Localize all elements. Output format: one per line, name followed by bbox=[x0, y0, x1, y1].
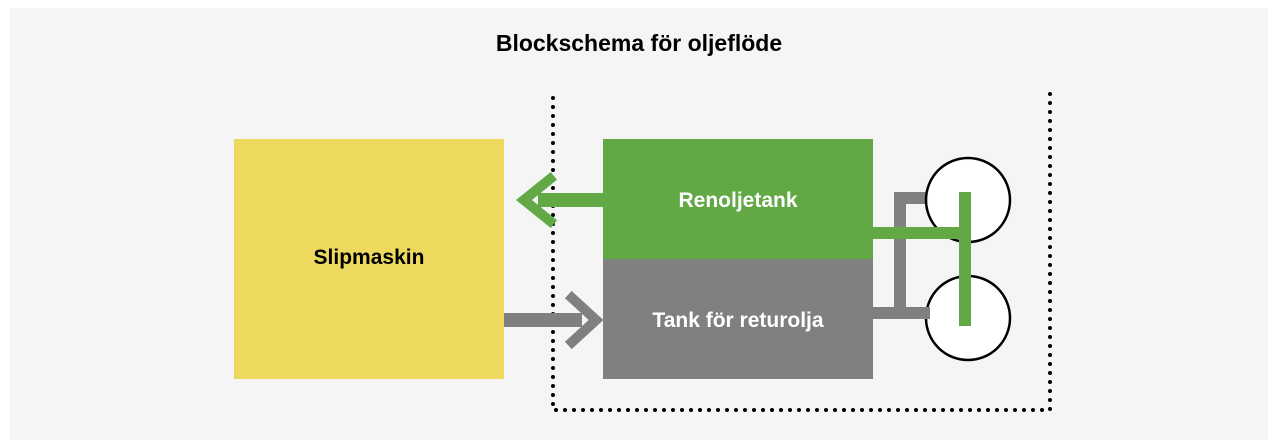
grinder-label: Slipmaskin bbox=[314, 246, 425, 269]
return-oil-flow-arrow bbox=[504, 290, 604, 350]
diagram-title: Blockschema för oljeflöde bbox=[495, 30, 783, 56]
return-oil-tank-label: Tank för returolja bbox=[652, 309, 823, 332]
clean-oil-flow-arrow bbox=[516, 171, 603, 229]
clean-oil-piping bbox=[873, 192, 971, 326]
return-oil-tank-block bbox=[603, 259, 873, 379]
clean-oil-tank-block bbox=[603, 139, 873, 259]
grinder-block bbox=[234, 139, 504, 379]
clean-oil-tank-label: Renoljetank bbox=[678, 189, 797, 212]
return-oil-piping bbox=[873, 192, 928, 319]
